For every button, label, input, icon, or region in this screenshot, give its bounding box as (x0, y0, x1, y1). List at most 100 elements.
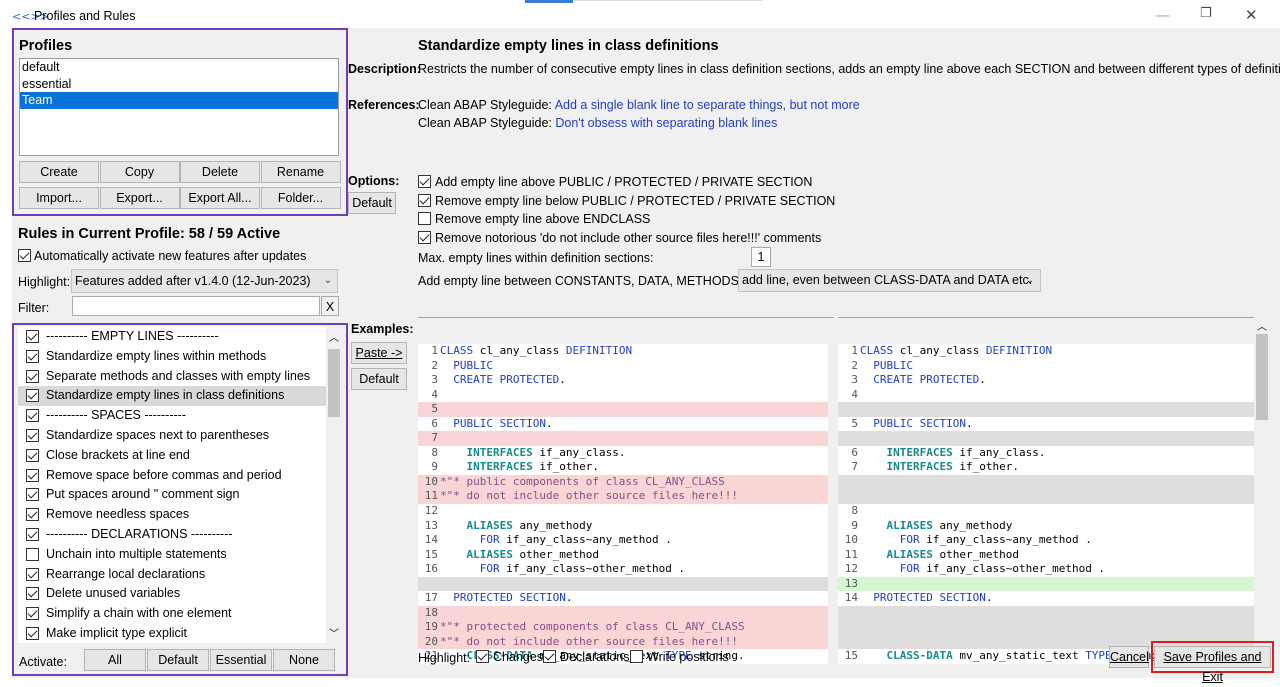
highlight-select[interactable]: Features added after v1.4.0 (12-Jun-2023… (71, 269, 338, 293)
option-checkbox[interactable]: Remove empty line above ENDCLASS (418, 211, 650, 229)
rule-item[interactable]: Remove space before commas and period (18, 466, 342, 486)
check-icon[interactable] (543, 650, 556, 663)
save-profiles-exit-button[interactable]: Save Profiles and Exit (1154, 646, 1271, 684)
rule-checkbox[interactable] (26, 448, 39, 462)
check-label: Changes (493, 650, 544, 664)
filter-input[interactable] (72, 296, 320, 316)
rule-label: Standardize empty lines within methods (46, 348, 267, 363)
highlight-changes-checkbox[interactable]: Changes (476, 649, 543, 667)
option-check-icon[interactable] (418, 193, 431, 207)
scrollbar-thumb[interactable] (1256, 334, 1268, 420)
rule-checkbox[interactable] (26, 527, 39, 541)
rule-label: Make implicit type explicit (46, 625, 188, 640)
rule-item[interactable]: Standardize empty lines in class definit… (18, 386, 342, 407)
rules-scrollbar[interactable]: ︿ ﹀ (326, 327, 342, 643)
scrollbar-thumb[interactable] (328, 349, 340, 417)
rule-item[interactable]: Close brackets at line end (18, 446, 342, 466)
rule-item[interactable]: ---------- DECLARATIONS ---------- (18, 525, 342, 545)
cancel-button[interactable]: Cancel (1109, 646, 1149, 668)
rule-checkbox[interactable] (26, 547, 39, 561)
profile-item[interactable]: Team (20, 92, 338, 109)
code-line: 17 PROTECTED SECTION. (424, 591, 573, 605)
auto-activate-check-icon[interactable] (18, 249, 31, 262)
activate-all-button[interactable]: All (84, 649, 146, 671)
rule-item[interactable]: ---------- EMPTY LINES ---------- (18, 327, 342, 347)
rule-item[interactable]: Standardize spaces next to parentheses (18, 426, 342, 446)
profile-item[interactable]: default (22, 60, 60, 74)
rule-item[interactable]: Rearrange local declarations (18, 565, 342, 585)
reference-2-link[interactable]: Don't obsess with separating blank lines (555, 116, 778, 130)
activate-none-button[interactable]: None (273, 649, 335, 671)
rule-item[interactable]: ---------- SPACES ---------- (18, 406, 342, 426)
restore-icon[interactable]: ❐ (1200, 6, 1212, 21)
profile-rename-button[interactable]: Rename (260, 161, 341, 183)
rule-checkbox[interactable] (26, 389, 39, 403)
activate-default-button[interactable]: Default (147, 649, 209, 671)
rule-checkbox[interactable] (26, 349, 39, 363)
scroll-up-icon[interactable]: ︿ (329, 333, 339, 344)
profile-import-button[interactable]: Import... (19, 187, 99, 209)
activate-essential-button[interactable]: Essential (210, 649, 272, 671)
rules-list[interactable]: ---------- EMPTY LINES ----------Standar… (18, 327, 342, 643)
check-icon[interactable] (476, 650, 489, 663)
highlight-declarations-checkbox[interactable]: Declarations (543, 649, 629, 667)
rule-checkbox[interactable] (26, 488, 39, 502)
option-check-icon[interactable] (418, 230, 431, 244)
rule-item[interactable]: Remove needless spaces (18, 505, 342, 525)
rule-item[interactable]: Separate methods and classes with empty … (18, 367, 342, 387)
rule-item[interactable]: Delete unused variables (18, 584, 342, 604)
profile-delete-button[interactable]: Delete (180, 161, 260, 183)
rule-checkbox[interactable] (26, 587, 39, 601)
activate-label: Activate: (19, 655, 67, 669)
profile-item[interactable]: essential (22, 76, 72, 91)
profile-export-all-button[interactable]: Export All... (180, 187, 260, 209)
rule-checkbox[interactable] (26, 626, 39, 640)
rule-checkbox[interactable] (26, 428, 39, 442)
rule-item[interactable]: Standardize empty lines within methods (18, 347, 342, 367)
paste-button[interactable]: Paste -> (351, 342, 407, 364)
highlight-write-positions-checkbox[interactable]: Write positions (630, 649, 729, 667)
option-check-icon[interactable] (418, 175, 431, 188)
option-check-icon[interactable] (418, 212, 431, 225)
examples-default-button[interactable]: Default (351, 368, 407, 390)
minimize-icon[interactable]: — (1155, 6, 1170, 24)
scroll-up-icon[interactable]: ︿ (1257, 322, 1267, 333)
rule-checkbox[interactable] (26, 508, 39, 522)
check-icon[interactable] (630, 650, 643, 663)
profile-copy-button[interactable]: Copy (99, 161, 180, 183)
profile-export-button[interactable]: Export... (99, 187, 180, 209)
rule-item[interactable]: Unchain into multiple statements (18, 545, 342, 565)
code-line: 2 PUBLIC (431, 358, 493, 372)
auto-activate-checkbox[interactable]: Automatically activate new features afte… (18, 248, 306, 266)
profile-create-button[interactable]: Create (19, 161, 99, 183)
code-line: 2 PUBLIC (851, 358, 913, 372)
rule-label: Remove needless spaces (46, 507, 190, 522)
rule-checkbox[interactable] (26, 567, 39, 581)
rule-checkbox[interactable] (26, 607, 39, 621)
references-label: References: (348, 98, 420, 112)
rule-checkbox[interactable] (26, 409, 39, 423)
code-line: 10*"* public components of class CL_ANY_… (418, 474, 828, 490)
rule-item[interactable]: Simplify a chain with one element (18, 604, 342, 624)
profile-folder-button[interactable]: Folder... (260, 187, 341, 209)
code-scrollbar[interactable]: ︿ (1254, 316, 1270, 636)
option-checkbox[interactable]: Remove notorious 'do not include other s… (418, 230, 821, 248)
rule-checkbox[interactable] (26, 330, 39, 343)
option-checkbox[interactable]: Remove empty line below PUBLIC / PROTECT… (418, 193, 835, 211)
filter-clear-button[interactable]: X (321, 296, 339, 316)
options-default-button[interactable]: Default (348, 192, 396, 214)
rule-item[interactable]: Make implicit type explicit (18, 624, 342, 643)
rule-item[interactable]: Put spaces around " comment sign (18, 485, 342, 505)
rule-checkbox[interactable] (26, 468, 39, 482)
reference-1-link[interactable]: Add a single blank line to separate thin… (554, 98, 860, 112)
max-lines-input[interactable]: 1 (751, 247, 771, 267)
between-select[interactable]: add line, even between CLASS-DATA and DA… (738, 269, 1041, 292)
option-checkbox[interactable]: Add empty line above PUBLIC / PROTECTED … (418, 174, 812, 192)
close-icon[interactable]: ✕ (1245, 6, 1258, 24)
scroll-down-icon[interactable]: ﹀ (329, 629, 339, 640)
rule-title: Standardize empty lines in class definit… (418, 38, 719, 54)
rule-checkbox[interactable] (26, 369, 39, 383)
